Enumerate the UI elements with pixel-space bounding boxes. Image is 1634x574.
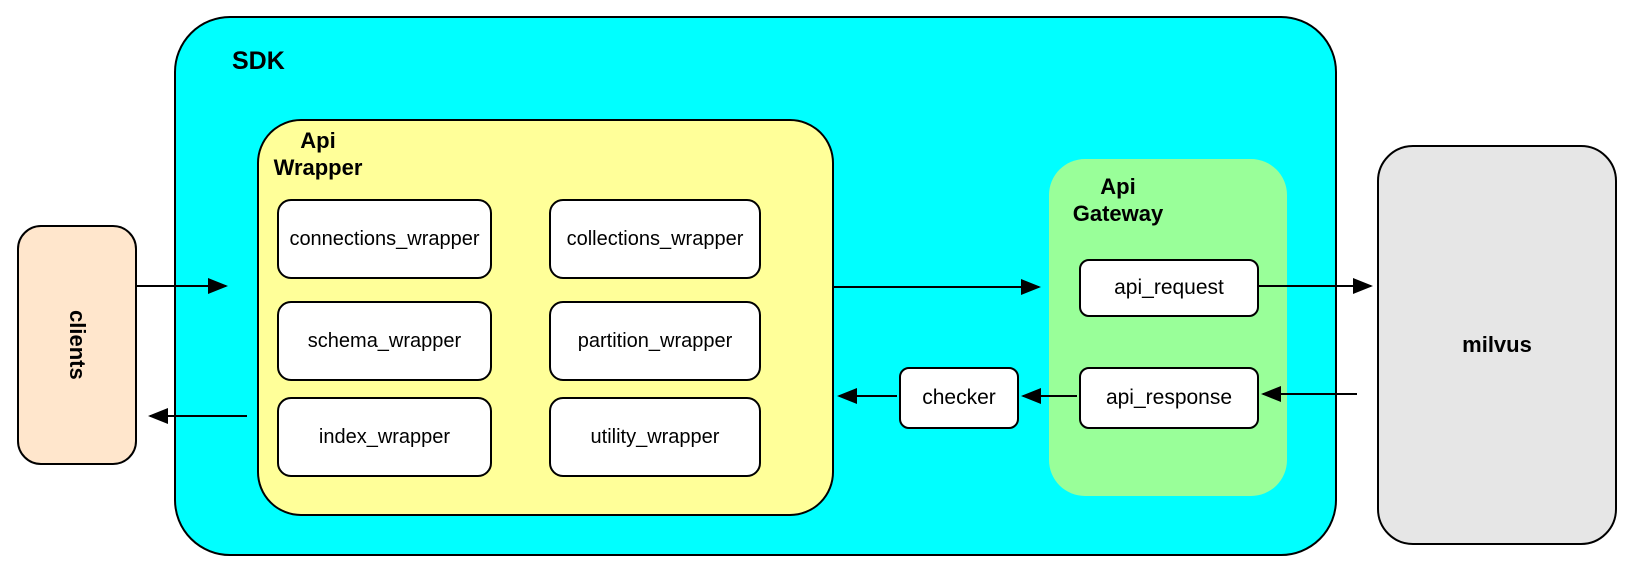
clients-label: clients (65, 310, 91, 380)
checker-label: checker (922, 386, 996, 410)
api-wrapper-label-line1: Api (300, 128, 336, 153)
partition-wrapper-label: partition_wrapper (577, 330, 733, 352)
collections-wrapper-label: collections_wrapper (566, 228, 744, 250)
utility-wrapper-label: utility_wrapper (590, 426, 720, 448)
api-wrapper-container: Api Wrapper connections_wrapper collecti… (257, 119, 834, 516)
milvus-box: milvus (1377, 145, 1617, 545)
api-request-label: api_request (1114, 276, 1224, 300)
connections-wrapper-box: connections_wrapper (277, 199, 492, 279)
checker-box: checker (899, 367, 1019, 429)
connections-wrapper-label: connections_wrapper (289, 228, 480, 250)
collections-wrapper-box: collections_wrapper (549, 199, 761, 279)
utility-wrapper-box: utility_wrapper (549, 397, 761, 477)
api-response-box: api_response (1079, 367, 1259, 429)
api-wrapper-label-line2: Wrapper (273, 155, 363, 180)
api-wrapper-label: Api Wrapper (259, 127, 377, 181)
clients-box: clients (17, 225, 137, 465)
index-wrapper-box: index_wrapper (277, 397, 492, 477)
index-wrapper-label: index_wrapper (318, 426, 451, 448)
api-gateway-container: Api Gateway api_request api_response (1049, 159, 1287, 496)
sdk-label: SDK (232, 47, 285, 75)
milvus-label: milvus (1462, 331, 1532, 357)
api-response-label: api_response (1105, 386, 1233, 410)
partition-wrapper-box: partition_wrapper (549, 301, 761, 381)
schema-wrapper-box: schema_wrapper (277, 301, 492, 381)
api-gateway-label-line1: Api (1100, 174, 1136, 199)
sdk-container: SDK Api Wrapper connections_wrapper coll… (174, 16, 1337, 556)
api-gateway-label-line2: Gateway (1072, 201, 1164, 226)
schema-wrapper-label: schema_wrapper (307, 330, 462, 352)
api-gateway-label: Api Gateway (1068, 173, 1168, 227)
api-request-box: api_request (1079, 259, 1259, 317)
